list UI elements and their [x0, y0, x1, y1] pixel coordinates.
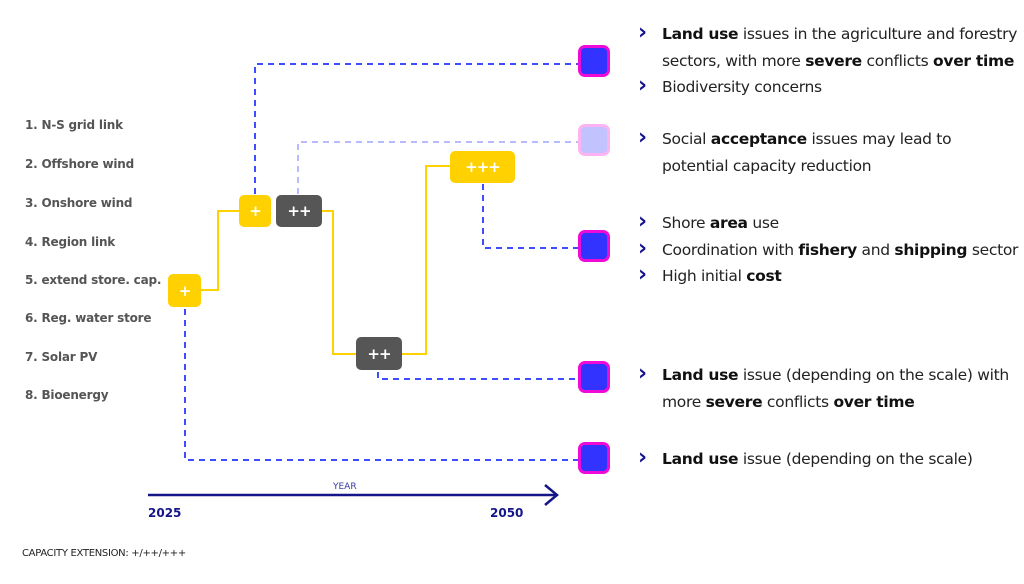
- impact-link-5: [184, 309, 578, 461]
- text: sector: [967, 240, 1019, 259]
- impact-bullet: potential capacity reduction: [638, 153, 951, 180]
- impact-group: › Land use issues in the agriculture and …: [638, 21, 1017, 101]
- text: conflicts: [861, 51, 934, 70]
- axis-start-year: 2025: [148, 506, 182, 520]
- impact-marker-high: [578, 45, 610, 77]
- text: more: [662, 392, 706, 411]
- impact-link-4: [377, 372, 578, 380]
- chevron-right-icon: ›: [638, 235, 647, 261]
- impact-bullet: ›Coordination with fishery and shipping …: [638, 235, 1019, 264]
- impact-group: › Social acceptance issues may lead to pot…: [638, 125, 952, 180]
- technology-label: 5. extend store. cap.: [25, 273, 162, 287]
- impact-bullet: › Biodiversity concerns: [638, 74, 1017, 101]
- text: issue (depending on the scale): [738, 450, 973, 468]
- impact-marker-high: [578, 442, 610, 474]
- impact-link-1: [254, 63, 578, 194]
- axis-title: YEAR: [333, 482, 357, 492]
- text: sectors, with more: [662, 51, 806, 70]
- technology-label: 3. Onshore wind: [25, 196, 133, 210]
- technology-label: 8. Bioenergy: [25, 388, 109, 402]
- impact-group: › Shore area use › Coordination with fisher…: [638, 210, 1018, 290]
- chevron-right-icon: ›: [638, 73, 647, 98]
- chevron-right-icon: ›: [638, 209, 647, 234]
- text: use: [747, 214, 779, 232]
- capacity-step-box: +: [168, 274, 201, 307]
- emphasis-text: cost: [746, 267, 782, 285]
- chevron-right-icon: ›: [638, 361, 647, 386]
- capacity-legend: CAPACITY EXTENSION: +/++/+++: [22, 548, 186, 559]
- impact-bullet: › Land use issues in the agriculture and …: [638, 21, 1017, 48]
- text: High initial: [662, 267, 747, 285]
- technology-label: 7. Solar PV: [25, 350, 98, 364]
- impact-bullet: › Social acceptance issues may lead to: [638, 125, 952, 153]
- impact-bullet: › Land use issue (depending on the scale)…: [638, 362, 1009, 389]
- time-axis-arrowhead: [544, 484, 559, 506]
- text: conflicts: [762, 392, 834, 411]
- text: issues in the agriculture and forestry: [738, 25, 1018, 43]
- technology-label: 2. Offshore wind: [25, 157, 135, 171]
- text: issues may lead to: [806, 130, 952, 148]
- emphasis-text: shipping: [894, 240, 968, 259]
- impact-group: › Land use issue (depending on the scale)…: [638, 362, 1009, 415]
- impact-marker-high: [578, 230, 610, 262]
- text: issue (depending on the scale) with: [738, 366, 1009, 384]
- impact-marker-high: [578, 361, 610, 393]
- impact-bullet: sectors, with more severe conflicts over…: [638, 48, 1017, 75]
- chevron-right-icon: ›: [638, 20, 647, 45]
- capacity-step-box: +: [239, 195, 271, 227]
- emphasis-text: severe: [705, 392, 763, 411]
- emphasis-text: Land use: [662, 25, 739, 43]
- emphasis-text: fishery: [798, 240, 857, 259]
- text: and: [856, 240, 895, 259]
- progression-line: [321, 210, 356, 355]
- impact-link-3: [482, 184, 578, 249]
- impact-group: › Land use issue (depending on the scale): [638, 446, 973, 473]
- progression-line: [402, 165, 450, 355]
- text: Shore: [662, 214, 710, 232]
- technology-label: 1. N-S grid link: [25, 118, 123, 132]
- text: Coordination with: [662, 240, 799, 259]
- technology-label: 4. Region link: [25, 235, 116, 249]
- technology-label: 6. Reg. water store: [25, 311, 152, 325]
- emphasis-text: Land use: [662, 366, 739, 384]
- text: potential capacity reduction: [662, 156, 872, 175]
- axis-end-year: 2050: [490, 506, 524, 520]
- emphasis-text: Land use: [662, 450, 739, 468]
- emphasis-text: severe: [805, 51, 862, 70]
- chevron-right-icon: ›: [638, 262, 647, 287]
- emphasis-text: over time: [833, 392, 915, 411]
- impact-link-2: [297, 141, 578, 194]
- capacity-step-box: ++: [276, 195, 322, 227]
- emphasis-text: area: [709, 214, 748, 232]
- capacity-step-box: +++: [450, 151, 515, 183]
- impact-bullet: › High initial cost: [638, 263, 1018, 290]
- impact-bullet: more severe conflicts over time: [638, 389, 1009, 416]
- capacity-step-box: ++: [356, 337, 402, 370]
- emphasis-text: over time: [933, 51, 1015, 70]
- emphasis-text: acceptance: [710, 130, 807, 148]
- impact-marker-low: [578, 124, 610, 156]
- text: Social: [662, 130, 711, 148]
- chevron-right-icon: ›: [638, 125, 647, 150]
- progression-line: [201, 210, 239, 291]
- impact-bullet: › Shore area use: [638, 210, 1018, 237]
- impact-bullet: › Land use issue (depending on the scale): [638, 446, 973, 473]
- text: Biodiversity concerns: [662, 78, 822, 96]
- chevron-right-icon: ›: [638, 445, 647, 470]
